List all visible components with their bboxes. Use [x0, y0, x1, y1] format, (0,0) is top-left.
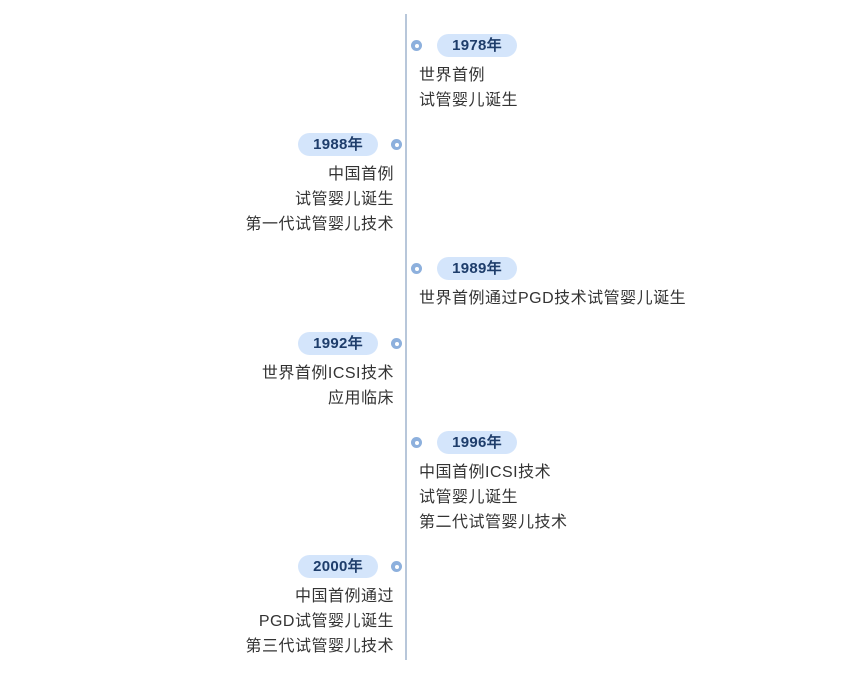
event-dot-icon [411, 263, 422, 274]
event-dot-icon [411, 40, 422, 51]
description-line: 应用临床 [327, 390, 394, 407]
description-line: 第三代试管婴儿技术 [245, 638, 394, 655]
event-description: 中国首例 试管婴儿诞生 第一代试管婴儿技术 [245, 162, 394, 237]
description-line: 世界首例通过PGD技术试管婴儿诞生 [419, 290, 687, 307]
event-description: 世界首例通过PGD技术试管婴儿诞生 [419, 286, 686, 311]
timeline-event: 1989年 世界首例通过PGD技术试管婴儿诞生 [0, 257, 860, 367]
event-description: 世界首例 试管婴儿诞生 [419, 63, 518, 113]
year-badge: 1992年 [298, 332, 378, 355]
year-badge: 2000年 [298, 555, 378, 578]
timeline-event: 1978年 世界首例 试管婴儿诞生 [0, 34, 860, 144]
event-description: 中国首例通过 PGD试管婴儿诞生 第三代试管婴儿技术 [245, 584, 394, 659]
description-line: 世界首例ICSI技术 [261, 365, 394, 382]
timeline-event: 2000年 中国首例通过 PGD试管婴儿诞生 第三代试管婴儿技术 [0, 555, 860, 665]
event-dot-icon [411, 437, 422, 448]
event-dot-icon [391, 561, 402, 572]
timeline-axis [405, 14, 407, 660]
year-badge: 1978年 [437, 34, 517, 57]
event-dot-icon [391, 139, 402, 150]
description-line: 世界首例 [419, 67, 486, 84]
event-description: 世界首例ICSI技术 应用临床 [262, 361, 394, 411]
description-line: PGD试管婴儿诞生 [258, 613, 394, 630]
year-badge: 1989年 [437, 257, 517, 280]
event-dot-icon [391, 338, 402, 349]
event-description: 中国首例ICSI技术 试管婴儿诞生 第二代试管婴儿技术 [419, 460, 568, 535]
year-badge: 1996年 [437, 431, 517, 454]
description-line: 第二代试管婴儿技术 [419, 514, 568, 531]
description-line: 试管婴儿诞生 [419, 489, 519, 506]
timeline-event: 1996年 中国首例ICSI技术 试管婴儿诞生 第二代试管婴儿技术 [0, 431, 860, 541]
description-line: 中国首例ICSI技术 [419, 464, 552, 481]
year-badge: 1988年 [298, 133, 378, 156]
description-line: 中国首例 [327, 166, 394, 183]
description-line: 中国首例通过 [294, 588, 394, 605]
description-line: 第一代试管婴儿技术 [245, 216, 394, 233]
description-line: 试管婴儿诞生 [419, 92, 519, 109]
timeline-event: 1992年 世界首例ICSI技术 应用临床 [0, 332, 860, 442]
description-line: 试管婴儿诞生 [294, 191, 394, 208]
timeline-event: 1988年 中国首例 试管婴儿诞生 第一代试管婴儿技术 [0, 133, 860, 243]
